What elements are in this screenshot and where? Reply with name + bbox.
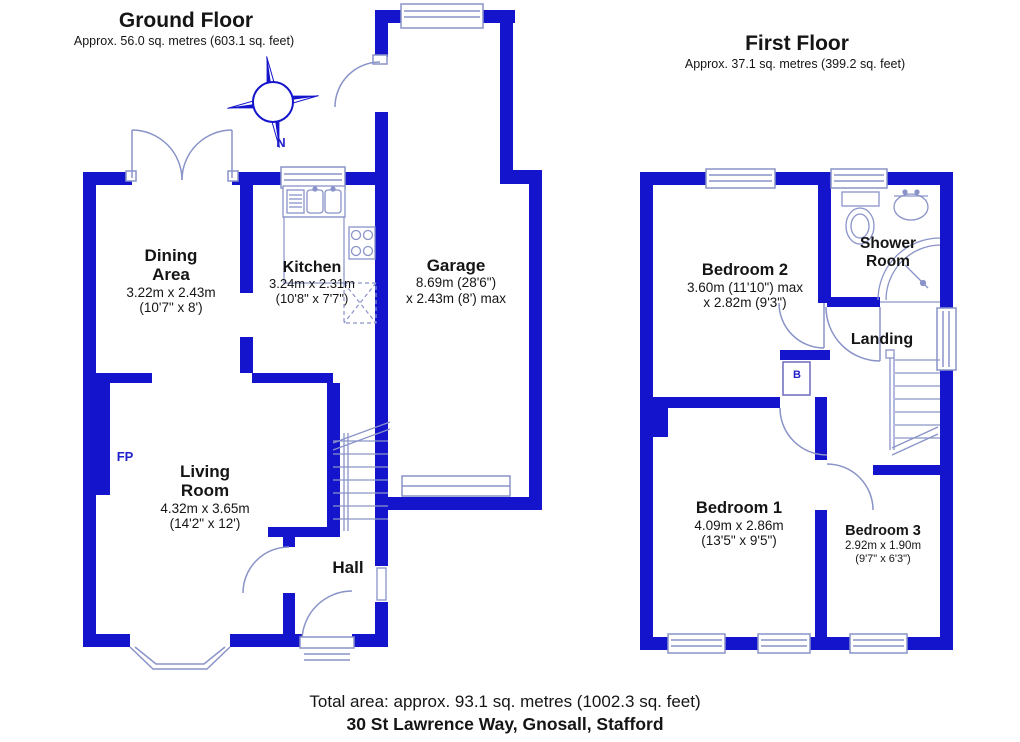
kitchen-window (280, 166, 346, 189)
bedroom1-window-right (757, 633, 811, 654)
bedroom1-door-arc (779, 407, 828, 456)
bedroom2-door-arc (778, 302, 825, 349)
ground-floor-title: Ground Floor (118, 9, 254, 32)
room-label-shower-room: Shower Room (860, 235, 916, 270)
bedroom2-window (705, 168, 776, 189)
first-floor-plan (640, 168, 957, 654)
compass-north-label: N (276, 135, 286, 150)
first-floor-title: First Floor (745, 32, 849, 55)
shower-door-arc (825, 306, 881, 362)
toilet-icon (841, 191, 880, 245)
sink-icon (282, 185, 346, 218)
kitchen-counter (283, 216, 345, 284)
front-door (299, 590, 355, 661)
room-label-dining: Dining Area 3.22m x 2.43m (10'7" x 8') (126, 246, 216, 316)
landing-window (936, 307, 957, 371)
bedroom3-window (849, 633, 908, 654)
bedroom1-window-left (667, 633, 726, 654)
stairs-first (885, 349, 940, 456)
total-area-text: Total area: approx. 93.1 sq. metres (100… (309, 692, 701, 711)
room-label-bedroom1: Bedroom 1 4.09m x 2.86m (13'5" x 9'5") (694, 499, 784, 549)
room-label-kitchen: Kitchen 3.24m x 2.31m (10'8" x 7'7") (269, 259, 355, 307)
shower-room-window (830, 168, 888, 189)
french-doors (125, 129, 239, 182)
room-label-living-room: Living Room 4.32m x 3.65m (14'2" x 12') (160, 462, 250, 532)
living-hall-door-arc (242, 546, 290, 594)
garage-door (400, 3, 484, 29)
room-label-hall: Hall (332, 558, 364, 577)
first-floor-walls (640, 172, 953, 650)
bay-window (129, 646, 231, 670)
hall-side-door (375, 566, 388, 602)
appliance-space (343, 282, 377, 324)
bedroom3-door-arc (826, 463, 874, 511)
boiler-label: B (793, 369, 801, 381)
compass-rose (227, 56, 319, 148)
boiler-cupboard (782, 361, 811, 396)
ground-floor-walls (83, 10, 542, 647)
fireplace-label: FP (116, 449, 134, 464)
ground-floor-plan (83, 3, 542, 670)
room-label-landing: Landing (850, 331, 914, 348)
room-label-bedroom2: Bedroom 2 3.60m (11'10") max x 2.82m (9'… (687, 261, 803, 311)
first-floor-doors (778, 302, 881, 511)
stairs-ground (332, 421, 391, 531)
garage-rear-window (401, 475, 511, 497)
room-label-garage: Garage 8.69m (28'6") x 2.43m (8') max (405, 256, 507, 306)
property-address: 30 St Lawrence Way, Gnosall, Stafford (346, 714, 664, 734)
first-floor-area: Approx. 37.1 sq. metres (399.2 sq. feet) (684, 57, 906, 71)
basin-icon (893, 189, 929, 221)
ground-floor-area: Approx. 56.0 sq. metres (603.1 sq. feet) (73, 34, 295, 48)
room-label-bedroom3: Bedroom 3 2.92m x 1.90m (9'7" x 6'3") (844, 523, 922, 565)
hob-icon (348, 226, 376, 260)
shower-icon (877, 237, 941, 303)
garage-side-door (334, 54, 388, 108)
